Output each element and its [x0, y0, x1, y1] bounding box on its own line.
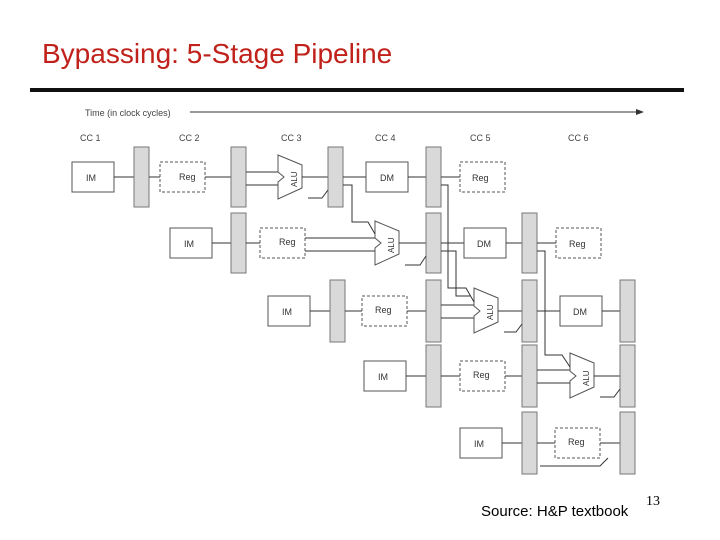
reg-label: Reg — [569, 239, 586, 249]
pipeline-latch — [425, 344, 442, 408]
pipeline-latch — [619, 411, 636, 475]
reg-label: Reg — [568, 437, 585, 447]
reg-box — [554, 427, 601, 459]
cc-label-5: CC 5 — [470, 133, 491, 143]
reg-label: Reg — [375, 305, 392, 315]
cc-label-3: CC 3 — [281, 133, 302, 143]
cc-label-6: CC 6 — [568, 133, 589, 143]
pipeline-latch — [521, 344, 538, 408]
pipeline-row-4: IM Reg ALU — [363, 344, 636, 408]
pipeline-latch — [327, 146, 344, 208]
alu-shape — [374, 220, 400, 266]
time-axis-label: Time (in clock cycles) — [85, 108, 171, 118]
im-label: IM — [474, 439, 484, 449]
pipeline-row-3: IM Reg ALU DM — [267, 279, 636, 343]
dm-box — [559, 295, 603, 327]
alu-label: ALU — [486, 304, 495, 320]
bypass-path — [343, 184, 376, 235]
bypass-path — [441, 250, 470, 297]
pipeline-row-5: IM Reg — [459, 411, 636, 475]
pipeline-latch — [133, 146, 150, 208]
reg-label: Reg — [472, 173, 489, 183]
pipeline-latch — [425, 279, 442, 343]
pipeline-latch — [521, 212, 538, 274]
reg-box — [259, 227, 306, 259]
reg-label: Reg — [279, 237, 296, 247]
pipeline-latch — [619, 344, 636, 408]
reg-box — [555, 227, 602, 259]
pipeline-latch — [619, 279, 636, 343]
bypass-paths — [343, 184, 571, 368]
bypass-path — [441, 184, 475, 303]
pipeline-latch — [521, 279, 538, 343]
alu-shape — [277, 154, 303, 200]
slide-title: Bypassing: 5-Stage Pipeline — [42, 38, 393, 69]
bypass-path — [537, 250, 571, 368]
cc-label-1: CC 1 — [80, 133, 101, 143]
im-label: IM — [86, 173, 96, 183]
im-label: IM — [184, 239, 194, 249]
reg-box — [159, 161, 206, 193]
pipeline-latch — [425, 146, 442, 208]
im-box — [169, 227, 213, 259]
cc-label-2: CC 2 — [179, 133, 200, 143]
dm-label: DM — [477, 239, 491, 249]
im-label: IM — [378, 372, 388, 382]
cc-label-4: CC 4 — [375, 133, 396, 143]
pipeline-row-2: IM Reg ALU DM Reg — [169, 212, 602, 274]
title-divider — [30, 88, 684, 92]
alu-label: ALU — [290, 171, 299, 187]
page-number: 13 — [646, 494, 660, 509]
reg-box — [459, 161, 506, 193]
dm-label: DM — [573, 307, 587, 317]
alu-shape — [473, 287, 499, 334]
alu-shape — [569, 352, 595, 399]
alu-label: ALU — [582, 370, 591, 386]
pipeline-latch — [230, 146, 247, 208]
im-box — [363, 360, 407, 392]
pipeline-latch — [425, 212, 442, 274]
im-box — [71, 161, 115, 193]
dm-label: DM — [380, 173, 394, 183]
pipeline-row-1: IM Reg ALU DM Reg — [71, 146, 506, 208]
reg-label: Reg — [473, 370, 490, 380]
pipeline-latch — [329, 279, 346, 343]
im-box — [459, 427, 503, 459]
pipeline-latch — [521, 411, 538, 475]
reg-label: Reg — [179, 172, 196, 182]
source-credit: Source: H&P textbook — [481, 503, 629, 520]
im-label: IM — [282, 307, 292, 317]
dm-box — [463, 227, 507, 259]
alu-label: ALU — [387, 237, 396, 253]
pipeline-latch — [230, 212, 247, 274]
time-axis-arrowhead — [636, 109, 644, 115]
